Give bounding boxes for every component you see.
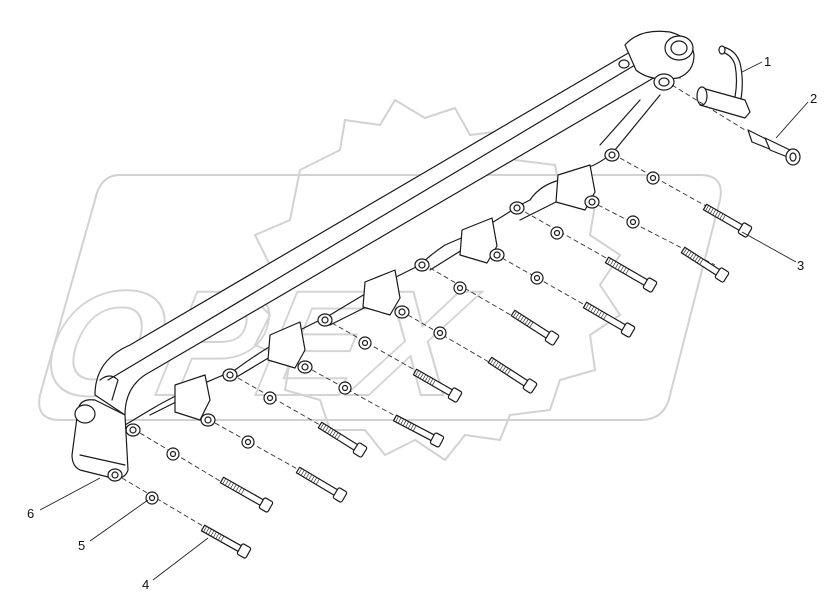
port-bracket-2 <box>267 321 306 369</box>
callout-leaders <box>39 61 809 581</box>
leader-1 <box>741 61 763 73</box>
callout-4: 4 <box>142 577 149 592</box>
watermark-badge <box>38 174 722 421</box>
callout-5: 5 <box>78 538 85 553</box>
bolt <box>200 524 252 559</box>
exhaust-manifold <box>71 30 695 482</box>
callout-2: 2 <box>810 91 817 106</box>
leader-3 <box>741 231 797 263</box>
leader-5 <box>89 499 149 542</box>
sensor-sleeve <box>696 45 751 119</box>
watermark-gear <box>243 98 622 462</box>
washers <box>145 171 660 505</box>
leader-6 <box>39 477 101 511</box>
bolt <box>392 414 445 448</box>
port-bracket-3 <box>362 269 401 316</box>
callout-labels: 1 2 3 4 5 6 <box>27 54 817 592</box>
bolts <box>200 203 753 559</box>
bolt <box>219 476 274 513</box>
leader-4 <box>152 537 209 581</box>
exhaust-temperature-sensor <box>747 129 801 166</box>
bolt <box>317 421 368 458</box>
bolt <box>487 356 538 394</box>
bolt <box>510 309 560 346</box>
port-bracket-1 <box>174 374 211 421</box>
callout-6: 6 <box>27 506 34 521</box>
bolt <box>680 246 730 283</box>
callout-1: 1 <box>764 54 771 69</box>
bolt <box>582 301 636 338</box>
bolt <box>295 466 348 503</box>
bolt <box>604 256 658 293</box>
leader-2 <box>775 101 809 139</box>
bolt <box>412 368 463 403</box>
manifold-mounting-holes <box>107 148 620 482</box>
callout-3: 3 <box>797 258 804 273</box>
bolt <box>702 203 753 238</box>
